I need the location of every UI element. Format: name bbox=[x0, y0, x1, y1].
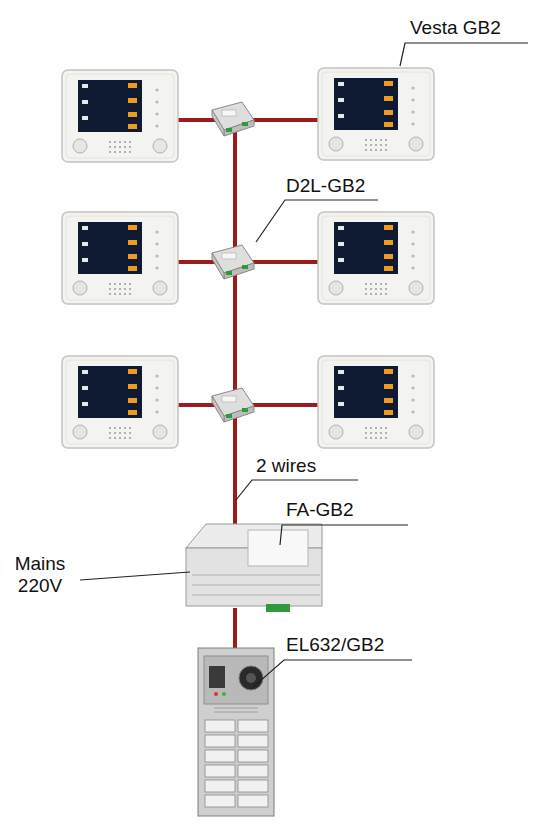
monitors bbox=[62, 68, 434, 448]
distributors bbox=[212, 102, 254, 422]
callout-label: FA-GB2 bbox=[286, 499, 354, 521]
power-supply bbox=[186, 524, 322, 612]
leader-lines bbox=[80, 43, 528, 688]
callout-label: Mains 220V bbox=[4, 553, 76, 597]
callout-label: Vesta GB2 bbox=[410, 17, 501, 39]
door-panel bbox=[198, 648, 274, 816]
callout-label: D2L-GB2 bbox=[286, 175, 365, 197]
callout-label: 2 wires bbox=[256, 455, 316, 477]
callout-label: EL632/GB2 bbox=[286, 634, 384, 656]
